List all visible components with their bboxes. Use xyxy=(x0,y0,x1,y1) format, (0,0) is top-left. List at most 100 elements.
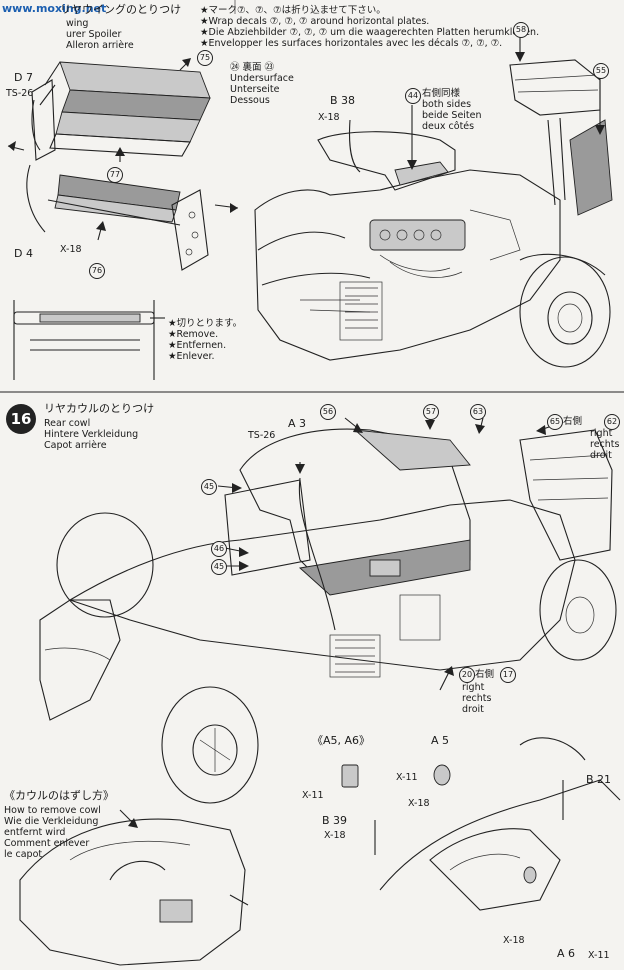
part-ts26: TS-26 xyxy=(248,430,276,441)
top-de-title: urer Spoiler xyxy=(66,29,122,40)
engine-detail xyxy=(369,209,521,278)
car-rear-body-top xyxy=(254,169,561,361)
callout-20: 20 xyxy=(459,667,475,683)
rear-wing-upper-element xyxy=(31,61,211,157)
cockpit-mirror-view xyxy=(341,737,621,911)
part-x18: X-18 xyxy=(60,244,82,255)
removal-line: Wie die Verkleidung xyxy=(4,816,99,827)
rear-wing-lower-element xyxy=(47,174,181,226)
right-de: rechts xyxy=(462,693,492,704)
underside-fr: Dessous xyxy=(230,95,270,106)
wrap-note: ★Die Abziehbilder ⑦, ⑦, ⑦ um die waagere… xyxy=(200,27,540,38)
right-fr: droit xyxy=(462,704,484,715)
part-x11: X-11 xyxy=(396,772,418,783)
part-ts26: TS-26 xyxy=(6,88,34,99)
step16-wheels xyxy=(56,512,617,804)
removal-line: entfernt wird xyxy=(4,827,66,838)
rear-wing-endplate-right xyxy=(171,189,209,271)
callout-58: 58 xyxy=(513,22,529,38)
part-b39: B 39 xyxy=(322,814,348,827)
part-x18: X-18 xyxy=(408,798,430,809)
underside-de: Unterseite xyxy=(230,84,280,95)
rear-tire-top xyxy=(519,253,611,368)
remove-fr: ★Enlever. xyxy=(168,351,215,362)
both-sides-de: beide Seiten xyxy=(422,110,482,121)
removal-instructions: How to remove cowl Wie die Verkleidung e… xyxy=(4,805,101,860)
removal-line: Comment enlever xyxy=(4,838,90,849)
top-en-title: wing xyxy=(66,18,89,29)
top-fr-title: Alleron arrière xyxy=(66,40,134,51)
wrap-note: ★Wrap decals ⑦, ⑦, ⑦ around horizontal p… xyxy=(200,16,430,27)
right-label-top: right rechts droit xyxy=(590,428,619,461)
step16-de-title: Hintere Verkleidung xyxy=(44,429,139,440)
part-d7: D 7 xyxy=(14,71,33,84)
part-x18: X-18 xyxy=(318,112,340,123)
both-sides-jp: 右側同様 xyxy=(422,88,461,99)
watermark-logo: www.moxing.net xyxy=(2,2,107,15)
callout-57: 57 xyxy=(423,404,439,420)
right-en: right xyxy=(590,428,613,439)
removal-jp-title: 《カウルのはずし方》 xyxy=(4,789,114,802)
callout-77: 77 xyxy=(107,167,123,183)
sidepod-radiator xyxy=(339,281,383,341)
remove-label: ★切りとります。 ★Remove. ★Entfernen. ★Enlever. xyxy=(168,318,242,362)
right-label-bottom: right rechts droit xyxy=(462,682,491,715)
part-a3: A 3 xyxy=(288,417,307,430)
top-jp-title: リヤウイングのとりつけ xyxy=(60,3,182,16)
removal-line: How to remove cowl xyxy=(4,805,101,816)
part-b21: B 21 xyxy=(586,773,612,786)
right-de: rechts xyxy=(590,439,620,450)
part-a6: A 6 xyxy=(557,947,576,960)
callout-63: 63 xyxy=(470,404,486,420)
callout-65: 65 xyxy=(547,414,563,430)
callout-75: 75 xyxy=(197,50,213,66)
wrap-note: ★Envelopper les surfaces horizontales av… xyxy=(200,38,503,49)
remove-de: ★Entfernen. xyxy=(168,340,227,351)
remove-en: ★Remove. xyxy=(168,329,219,340)
callout-62: 62 xyxy=(604,414,620,430)
underside-en: Undersurface xyxy=(230,73,294,84)
part-x18: X-18 xyxy=(324,830,346,841)
both-sides-en: both sides xyxy=(422,99,472,110)
callout-45: 45 xyxy=(211,559,227,575)
part-b38: B 38 xyxy=(330,94,356,107)
underside-jp: ㉔ 裏面 ㉓ xyxy=(230,62,275,73)
right-en: right xyxy=(462,682,485,693)
wrap-note: ★マーク⑦、⑦、⑦は折り込ませて下さい。 xyxy=(200,5,386,16)
wrap-decal-notes: ★マーク⑦、⑦、⑦は折り込ませて下さい。 ★Wrap decals ⑦, ⑦, … xyxy=(200,5,539,49)
part-x11: X-11 xyxy=(302,790,324,801)
underside-label: ㉔ 裏面 ㉓ Undersurface Unterseite Dessous xyxy=(230,62,294,106)
right-fr: droit xyxy=(590,450,612,461)
callout-46: 46 xyxy=(211,541,227,557)
callout-45: 45 xyxy=(201,479,217,495)
remove-jp: ★切りとります。 xyxy=(168,318,243,329)
rear-cowl-a3 xyxy=(239,428,471,596)
part-x18: X-18 xyxy=(503,935,525,946)
step16-en-title: Rear cowl xyxy=(44,418,91,429)
step16-rear-wing xyxy=(519,429,613,561)
callout-17: 17 xyxy=(500,667,516,683)
step16-car-body xyxy=(39,479,576,721)
part-x11: X-11 xyxy=(588,950,610,961)
part-d4: D 4 xyxy=(14,247,33,260)
callout-76: 76 xyxy=(89,263,105,279)
callout-55: 55 xyxy=(593,63,609,79)
wing-arrows xyxy=(7,58,239,241)
cowl-removal-view xyxy=(19,809,249,966)
step16-radiator xyxy=(329,594,441,678)
right-label-jp: 右側 xyxy=(475,669,495,680)
top-right-arrows xyxy=(348,38,605,173)
wing-top-view xyxy=(13,300,165,380)
part-a5: A 5 xyxy=(431,734,450,747)
a5-a6-heading: 《A5, A6》 xyxy=(312,734,371,747)
both-sides-fr: deux côtés xyxy=(422,121,475,132)
callout-44: 44 xyxy=(405,88,421,104)
step-number-badge: 16 xyxy=(6,404,36,434)
engine-cover-b38 xyxy=(317,131,456,191)
step16-jp-title: リヤカウルのとりつけ xyxy=(44,402,155,415)
rear-wing-endplate-left xyxy=(31,79,56,161)
callout-56: 56 xyxy=(320,404,336,420)
step16-arrows xyxy=(217,412,559,691)
right-label-jp: 右側 xyxy=(563,416,583,427)
